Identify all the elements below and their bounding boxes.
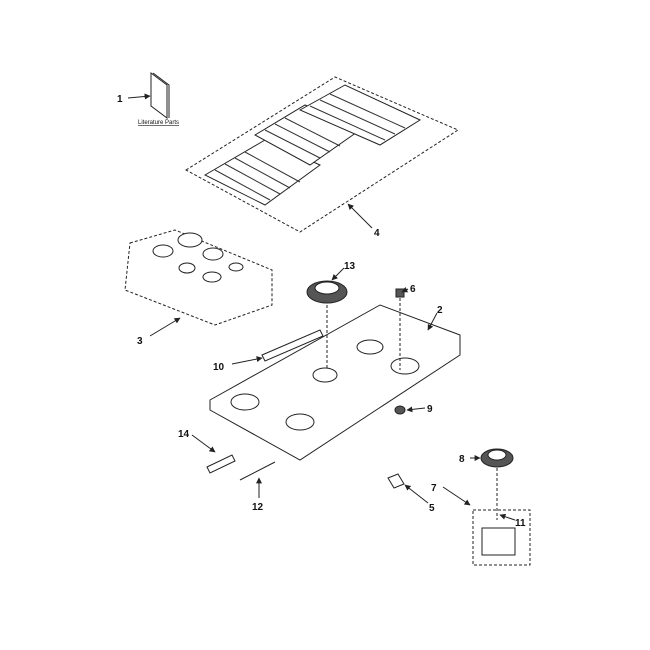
- callout-1: 1: [117, 94, 123, 105]
- spark-wire-12[interactable]: [239, 461, 276, 481]
- literature-caption: Literature Parts: [138, 120, 179, 126]
- clip-5[interactable]: [387, 473, 405, 489]
- burner-8[interactable]: [480, 448, 514, 520]
- manifold-10[interactable]: [261, 329, 324, 362]
- electrode-6[interactable]: [395, 288, 405, 370]
- leader-lines: [127, 93, 516, 521]
- valve-14[interactable]: [206, 454, 236, 474]
- callout-10: 10: [213, 362, 225, 373]
- literature-parts-booklet[interactable]: [150, 72, 170, 119]
- callout-9: 9: [427, 404, 433, 415]
- callout-13: 13: [344, 261, 356, 272]
- callout-2: 2: [437, 305, 443, 316]
- burner-caps[interactable]: [124, 229, 273, 326]
- cooktop[interactable]: [209, 304, 461, 461]
- callout-5: 5: [429, 503, 435, 514]
- callout-4: 4: [374, 228, 380, 239]
- callout-6: 6: [410, 284, 416, 295]
- callout-7: 7: [431, 483, 437, 494]
- callout-11: 11: [515, 518, 526, 529]
- burner-base-7[interactable]: [472, 509, 531, 566]
- callout-8: 8: [459, 454, 465, 465]
- callout-3: 3: [137, 336, 143, 347]
- grommet-9[interactable]: [394, 405, 406, 415]
- callout-12: 12: [252, 502, 264, 513]
- grates[interactable]: [185, 76, 460, 233]
- burner-13[interactable]: [306, 280, 348, 370]
- callout-14: 14: [178, 429, 190, 440]
